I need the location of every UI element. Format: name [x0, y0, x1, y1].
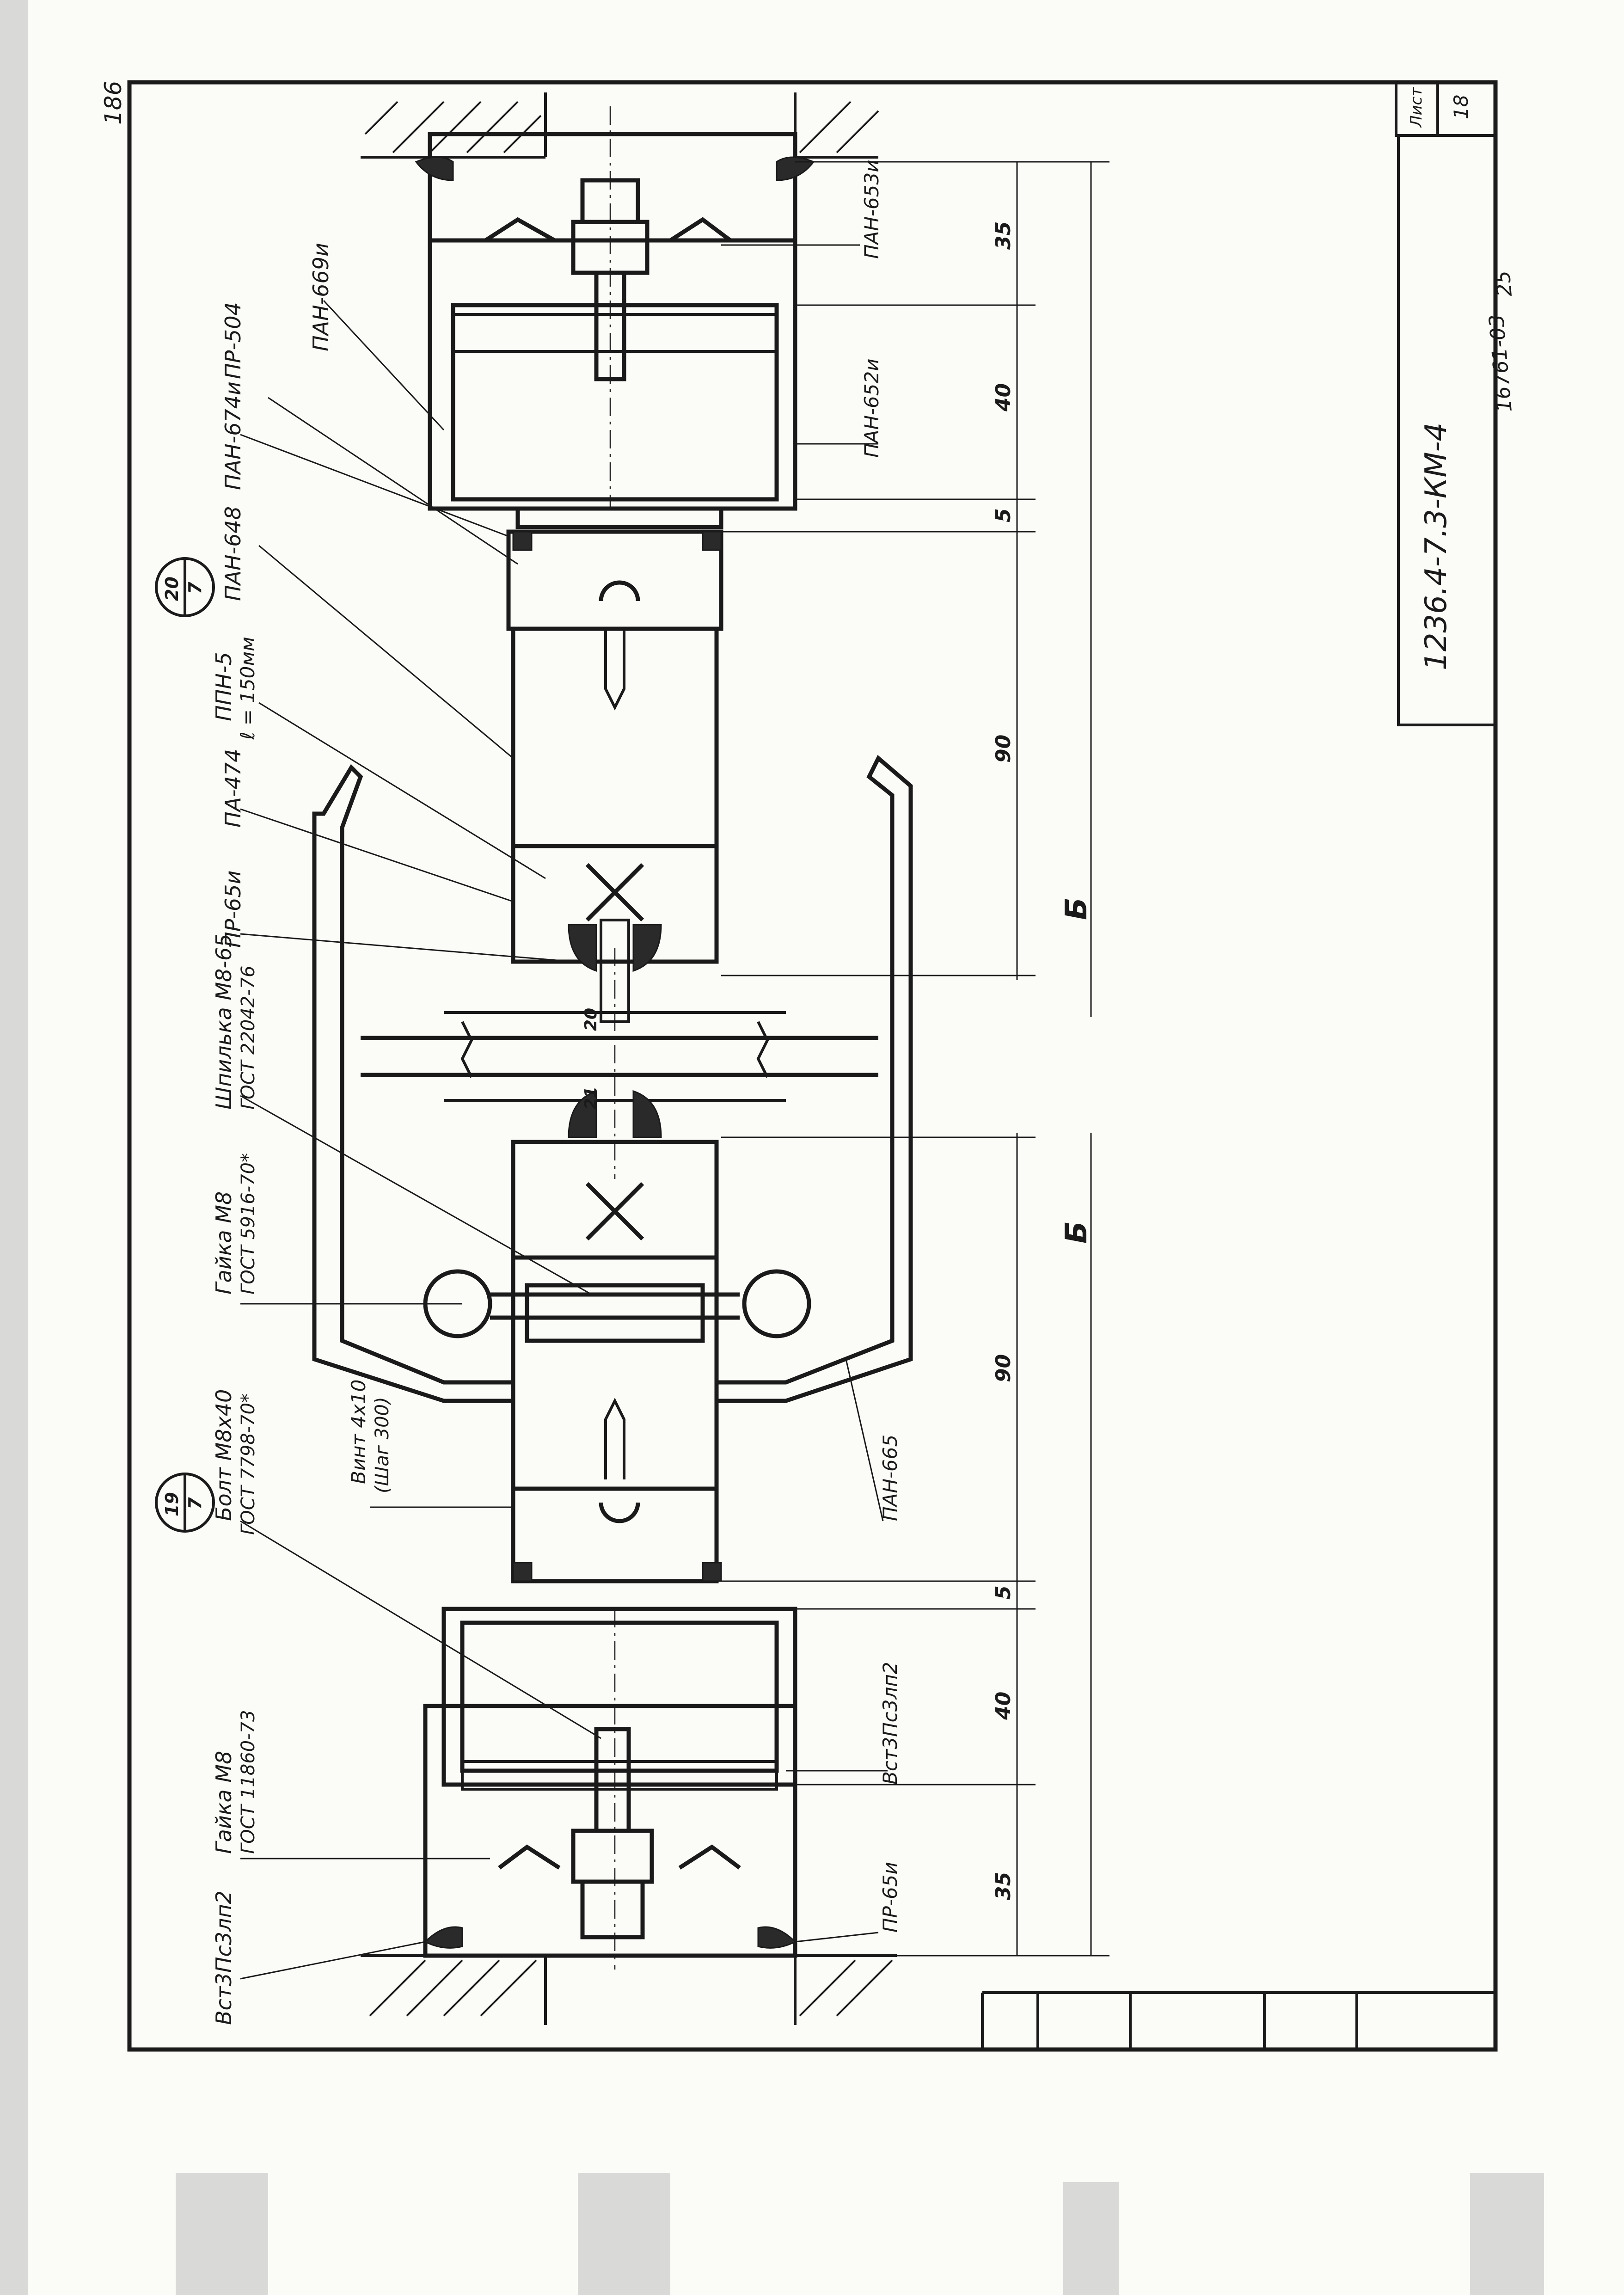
callout-20-sheet: 7 — [185, 582, 205, 594]
label-steel-left: Вст3Пс3лп2 — [211, 1890, 236, 2025]
dim-gap-2: 21 — [582, 1086, 601, 1110]
dim-90-bot: 90 — [992, 1354, 1015, 1382]
label-pr504: ПР-504 — [221, 302, 245, 379]
dim-90-top: 90 — [992, 735, 1015, 763]
label-pah669: ПАН-669и — [308, 243, 333, 351]
label-stud: Шпилька М8-65 — [211, 934, 236, 1110]
label-nut-top: Гайка М8 — [211, 1191, 236, 1295]
label-screw-pitch: (Шаг 300) — [372, 1397, 393, 1493]
callout-20-number: 20 — [162, 577, 182, 601]
drawing-frame — [127, 80, 1498, 2052]
label-ppn5-length: ℓ = 150мм — [236, 637, 259, 740]
designation: 1236.4-7.3-КМ-4 — [1419, 423, 1453, 670]
dim-gap-1: 20 — [582, 1008, 601, 1031]
labels-left: ПР-504 ПАН-674и ПАН-669и ПАН-648 ППН-5 ℓ… — [211, 243, 393, 2025]
wall-bottom-hatch — [361, 1954, 897, 2025]
sheet-number-box: Лист 18 — [1395, 81, 1497, 137]
label-pah653: ПАН-653и — [860, 160, 883, 259]
lower-mullion-profile — [511, 1090, 722, 1583]
label-pr65-top: ПР-65и — [221, 871, 245, 948]
dim-b-bot: Б — [1060, 1221, 1094, 1244]
callout-19-sheet: 7 — [185, 1497, 205, 1510]
label-pr65-bottom: ПР-65и — [879, 1862, 901, 1933]
dim-35-top: 35 — [992, 221, 1015, 250]
dimension-texts: 35 40 5 90 Б 90 Б 5 40 35 20 21 — [582, 221, 1094, 1900]
label-nut-bottom-gost: ГОСТ 11860-73 — [238, 1710, 259, 1854]
designation-box: 1236.4-7.3-КМ-4 — [1397, 134, 1497, 726]
label-bolt: Болт М8х40 — [211, 1389, 236, 1521]
label-pa474: ПА-474 — [221, 749, 245, 828]
label-pah665: ПАН-665 — [879, 1435, 901, 1521]
dim-35-bot: 35 — [992, 1872, 1015, 1900]
label-pah648: ПАН-648 — [221, 506, 245, 601]
upper-mullion-profile — [506, 529, 723, 1023]
archive-suffix: 25 — [1491, 270, 1517, 297]
archive-number: 16761-03 — [1485, 313, 1517, 413]
label-pah652: ПАН-652и — [860, 358, 883, 458]
label-screw: Винт 4х10 — [347, 1380, 370, 1484]
wall-top-hatch — [361, 92, 879, 159]
callout-20-7: 20 7 — [155, 557, 215, 617]
scan-noise — [0, 0, 1544, 2295]
dim-b-top: Б — [1060, 897, 1094, 920]
sheet-number: 18 — [1450, 95, 1472, 119]
bottom-anchor-assembly — [423, 1607, 797, 1970]
label-bolt-gost: ГОСТ 7798-70* — [238, 1393, 259, 1535]
callout-19-number: 19 — [162, 1492, 182, 1516]
cover-profile-665 — [312, 755, 913, 1403]
label-nut-bottom: Гайка М8 — [211, 1751, 236, 1854]
leader-lines — [240, 244, 888, 1980]
callout-19-7: 19 7 — [155, 1473, 215, 1533]
title-strip — [981, 1991, 1495, 2050]
label-nut-top-gost: ГОСТ 5916-70* — [238, 1153, 259, 1295]
dimension-lines — [721, 161, 1109, 1957]
dim-5-top: 5 — [992, 508, 1015, 522]
stud-assembly — [361, 948, 878, 1179]
label-stud-gost: ГОСТ 22042-76 — [238, 966, 259, 1110]
top-anchor-assembly — [415, 106, 815, 529]
sheet-label: Лист — [1407, 87, 1426, 128]
label-pah674: ПАН-674и — [221, 381, 245, 490]
label-steel-right: Вст3Пс3лп2 — [879, 1662, 901, 1785]
page-number: 186 — [100, 81, 127, 125]
dim-5-bot: 5 — [992, 1585, 1015, 1600]
dim-40-bot: 40 — [992, 1692, 1015, 1720]
dim-40-top: 40 — [992, 383, 1015, 412]
labels-right: ПАН-653и ПАН-652и ПАН-665 Вст3Пс3лп2 ПР-… — [860, 160, 901, 1933]
label-ppn5: ППН-5 — [211, 652, 236, 721]
